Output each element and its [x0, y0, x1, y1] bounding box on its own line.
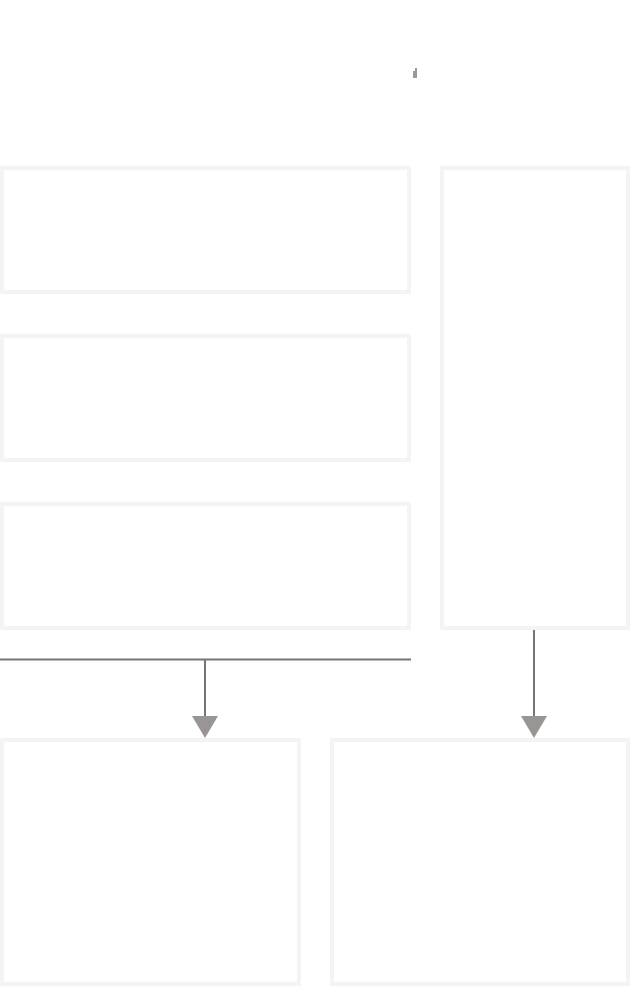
diagram-node-bottom-left — [0, 738, 301, 986]
small-bar-mark — [413, 68, 417, 78]
diagram-node-left-2 — [0, 334, 411, 462]
diagram-node-right-tall — [440, 166, 630, 630]
arrowhead-right-icon — [521, 716, 547, 738]
diagram-node-left-1 — [0, 166, 411, 294]
arrowhead-left-icon — [192, 716, 218, 738]
diagram-node-left-3 — [0, 502, 411, 630]
diagram-node-bottom-right — [330, 738, 630, 986]
